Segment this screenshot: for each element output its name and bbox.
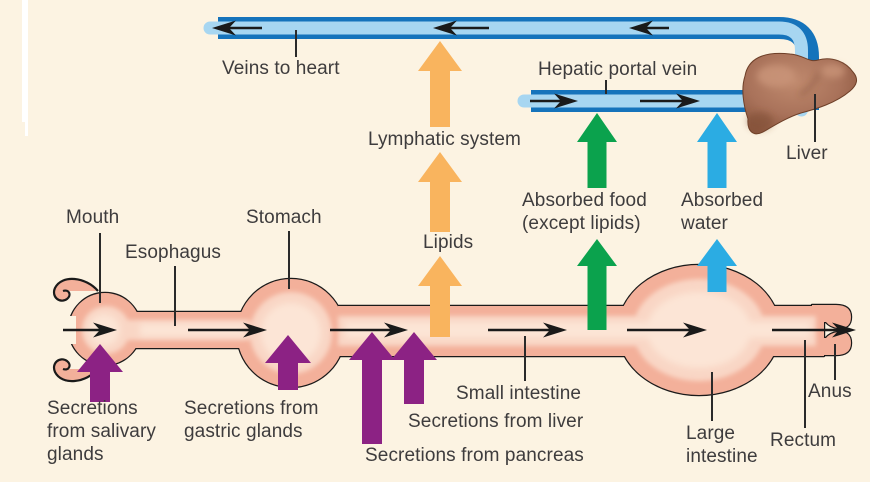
lipids-to-lymph-arrow xyxy=(418,152,462,232)
absorbed-water-arrows-blue xyxy=(697,113,737,292)
label-absorbed-water-line2: water xyxy=(681,213,728,234)
label-lymphatic-system: Lymphatic system xyxy=(368,129,521,150)
label-secretions-pancreas: Secretions from pancreas xyxy=(365,445,584,466)
label-absorbed-food: Absorbed food (except lipids) xyxy=(522,189,647,235)
lymph-to-vein-arrow xyxy=(418,41,462,127)
page-margin-bar-notch xyxy=(25,122,28,136)
mouth-lips xyxy=(52,277,99,383)
vein-flow-arrows xyxy=(212,20,700,109)
label-secretions-salivary-line3: glands xyxy=(47,444,104,465)
label-rectum: Rectum xyxy=(770,430,837,451)
label-secretions-salivary-line1: Secretions xyxy=(47,398,138,419)
liver-organ xyxy=(742,52,858,142)
lipids-from-gut-arrow xyxy=(418,256,462,337)
label-secretions-gastric-line2: gastric glands xyxy=(184,421,303,442)
food-from-gut-arrow xyxy=(577,239,617,330)
vein-to-heart-tube xyxy=(203,17,819,117)
lipid-arrows-orange xyxy=(418,41,462,337)
label-large-intestine-line1: Large xyxy=(686,423,736,444)
absorbed-food-arrows-green xyxy=(577,113,617,330)
page-margin-bar xyxy=(22,0,28,122)
label-veins-to-heart: Veins to heart xyxy=(222,58,340,79)
label-absorbed-water-line1: Absorbed xyxy=(681,190,764,211)
label-lipids: Lipids xyxy=(423,232,474,253)
label-secretions-salivary-line2: from salivary xyxy=(47,421,156,442)
label-secretions-salivary: Secretions from salivary glands xyxy=(47,397,156,466)
label-absorbed-water: Absorbed water xyxy=(681,189,763,235)
water-to-portal-vein-arrow xyxy=(697,113,737,188)
label-large-intestine: Large intestine xyxy=(686,422,758,468)
label-absorbed-food-line2: (except lipids) xyxy=(522,213,641,234)
label-stomach: Stomach xyxy=(246,207,322,228)
pancreas-secretion-arrow xyxy=(349,332,395,444)
secretion-arrows-purple xyxy=(77,332,437,444)
water-from-gut-arrow xyxy=(697,239,737,292)
label-large-intestine-line2: intestine xyxy=(686,446,758,467)
liver-secretion-arrow xyxy=(391,332,437,404)
food-to-portal-vein-arrow xyxy=(577,113,617,188)
label-anus: Anus xyxy=(808,381,852,402)
label-small-intestine: Small intestine xyxy=(456,383,582,404)
salivary-secretion-arrow xyxy=(77,344,123,402)
pointer-lines xyxy=(99,30,836,428)
label-absorbed-food-line1: Absorbed food xyxy=(522,190,647,211)
label-mouth: Mouth xyxy=(66,207,120,228)
label-liver: Liver xyxy=(786,143,828,164)
label-secretions-gastric-line1: Secretions from xyxy=(184,398,319,419)
label-secretions-liver: Secretions from liver xyxy=(408,411,584,432)
label-esophagus: Esophagus xyxy=(125,242,221,263)
label-secretions-gastric: Secretions from gastric glands xyxy=(184,397,319,443)
label-hepatic-portal-vein: Hepatic portal vein xyxy=(538,59,698,80)
gastric-secretion-arrow xyxy=(265,335,311,390)
gut-flow-arrows xyxy=(63,322,856,338)
